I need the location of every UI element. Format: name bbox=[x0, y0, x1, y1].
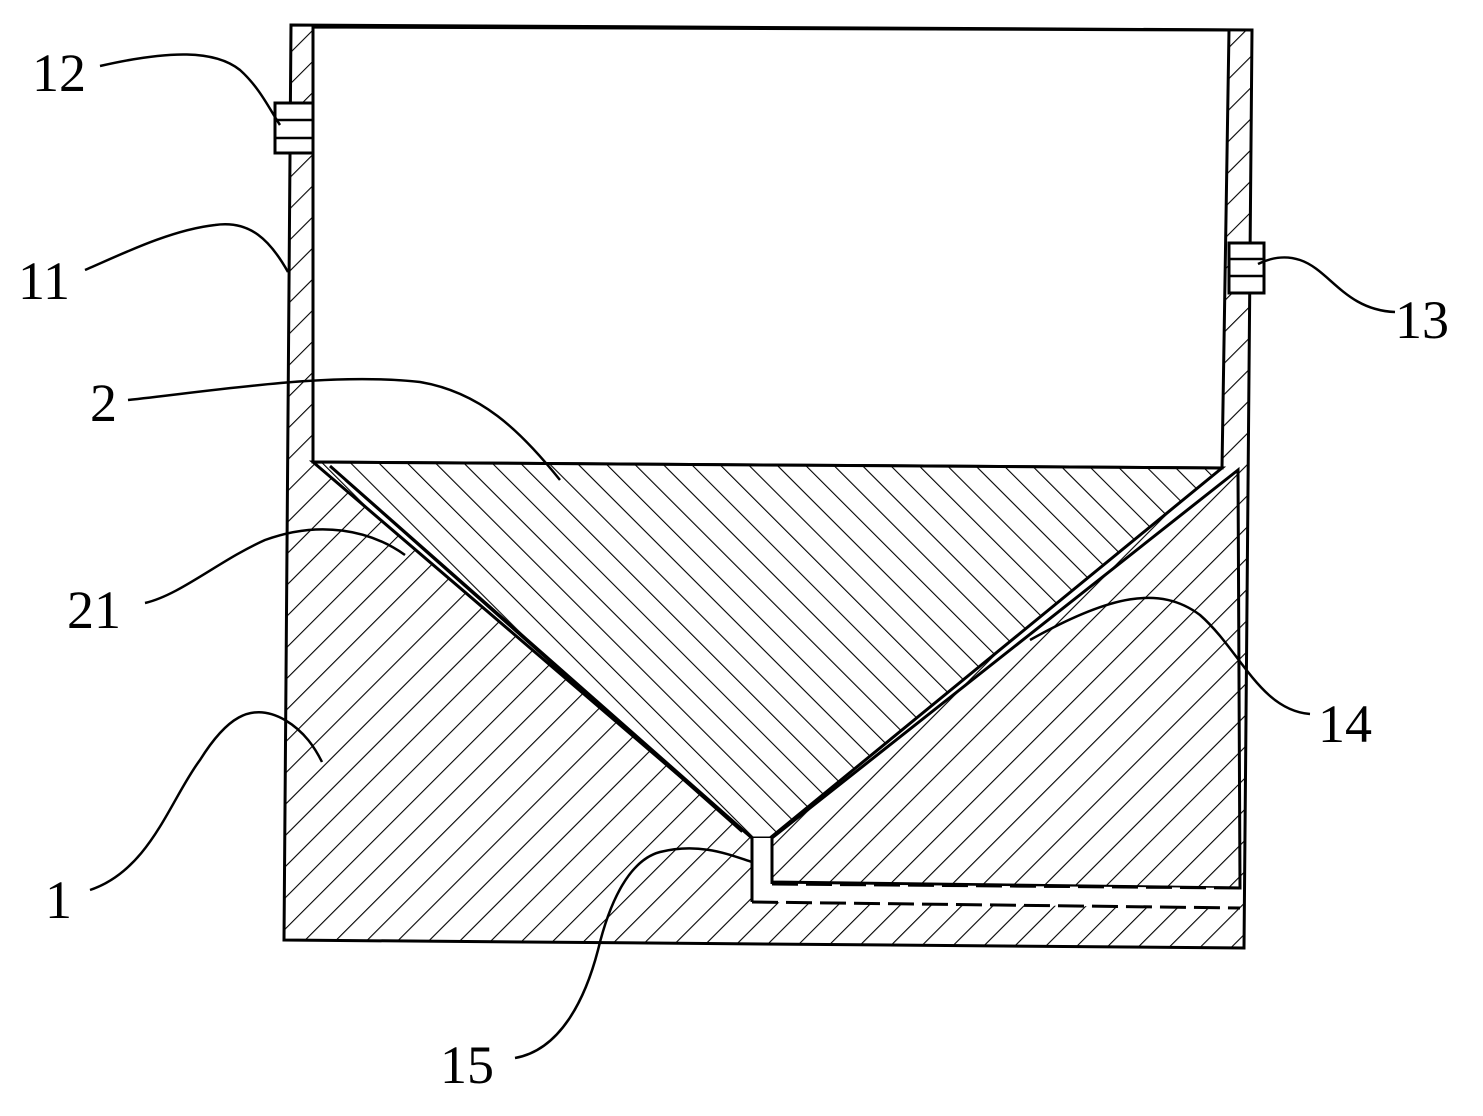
port-12 bbox=[273, 101, 315, 155]
outlet-channel-dashed-top bbox=[771, 882, 1241, 890]
inner-chamber bbox=[311, 25, 1231, 470]
port-13 bbox=[1227, 241, 1266, 295]
outlet-channel-walls bbox=[750, 838, 774, 902]
label-21: 21 bbox=[67, 580, 121, 640]
label-15: 15 bbox=[440, 1035, 494, 1095]
leader-2 bbox=[127, 377, 561, 481]
label-1: 1 bbox=[45, 870, 72, 930]
label-2: 2 bbox=[90, 373, 117, 433]
label-12: 12 bbox=[32, 43, 86, 103]
leader-12 bbox=[99, 53, 282, 126]
leader-11 bbox=[84, 222, 290, 273]
leader-13 bbox=[1257, 256, 1396, 314]
leader-15 bbox=[514, 847, 753, 1060]
outlet-channel-dashed-bottom bbox=[751, 900, 1241, 910]
label-11: 11 bbox=[18, 251, 70, 311]
guide-surface-inner bbox=[344, 479, 743, 833]
label-14: 14 bbox=[1318, 694, 1372, 754]
leader-21 bbox=[144, 528, 406, 605]
leader-1 bbox=[89, 710, 324, 892]
leader-14 bbox=[1029, 596, 1311, 716]
label-13: 13 bbox=[1395, 290, 1449, 350]
outlet-channel bbox=[752, 838, 1240, 908]
